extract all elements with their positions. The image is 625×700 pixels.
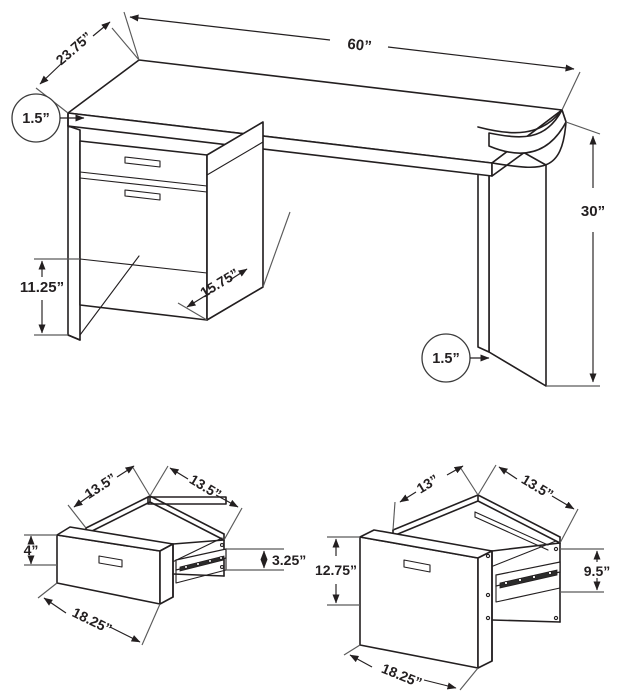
dim-drawer-right-inner-right: 13.5” xyxy=(519,471,557,502)
dim-drawer-left-inner-left: 13.5” xyxy=(82,470,119,502)
dim-top-thickness: 1.5” xyxy=(22,111,49,127)
dim-drawer-left-front-height: 4” xyxy=(24,542,39,558)
dim-drawer-right-inner-left: 13” xyxy=(414,471,442,496)
dim-desk-depth: 23.75” xyxy=(53,28,95,68)
dim-desk-width: 60” xyxy=(347,36,373,56)
dim-leg-clearance: 11.25” xyxy=(20,279,64,296)
dim-drawer-right-box-height: 9.5” xyxy=(584,563,610,579)
dim-leg-thickness: 1.5” xyxy=(432,351,459,367)
drawer-slide-left xyxy=(179,555,225,572)
dim-drawer-right-front-height: 12.75” xyxy=(315,562,357,578)
dim-drawer-left-front-width: 18.25” xyxy=(70,604,115,637)
desk-figure xyxy=(67,59,567,387)
dim-drawer-left-box-height: 3.25” xyxy=(272,552,306,568)
drawer-slide-right xyxy=(499,569,558,589)
drawer-left-figure xyxy=(56,495,227,605)
dim-desk-height: 30” xyxy=(581,203,605,220)
dim-drawer-right-front-width: 18.25” xyxy=(379,660,424,691)
drawer-right-figure xyxy=(359,494,561,669)
